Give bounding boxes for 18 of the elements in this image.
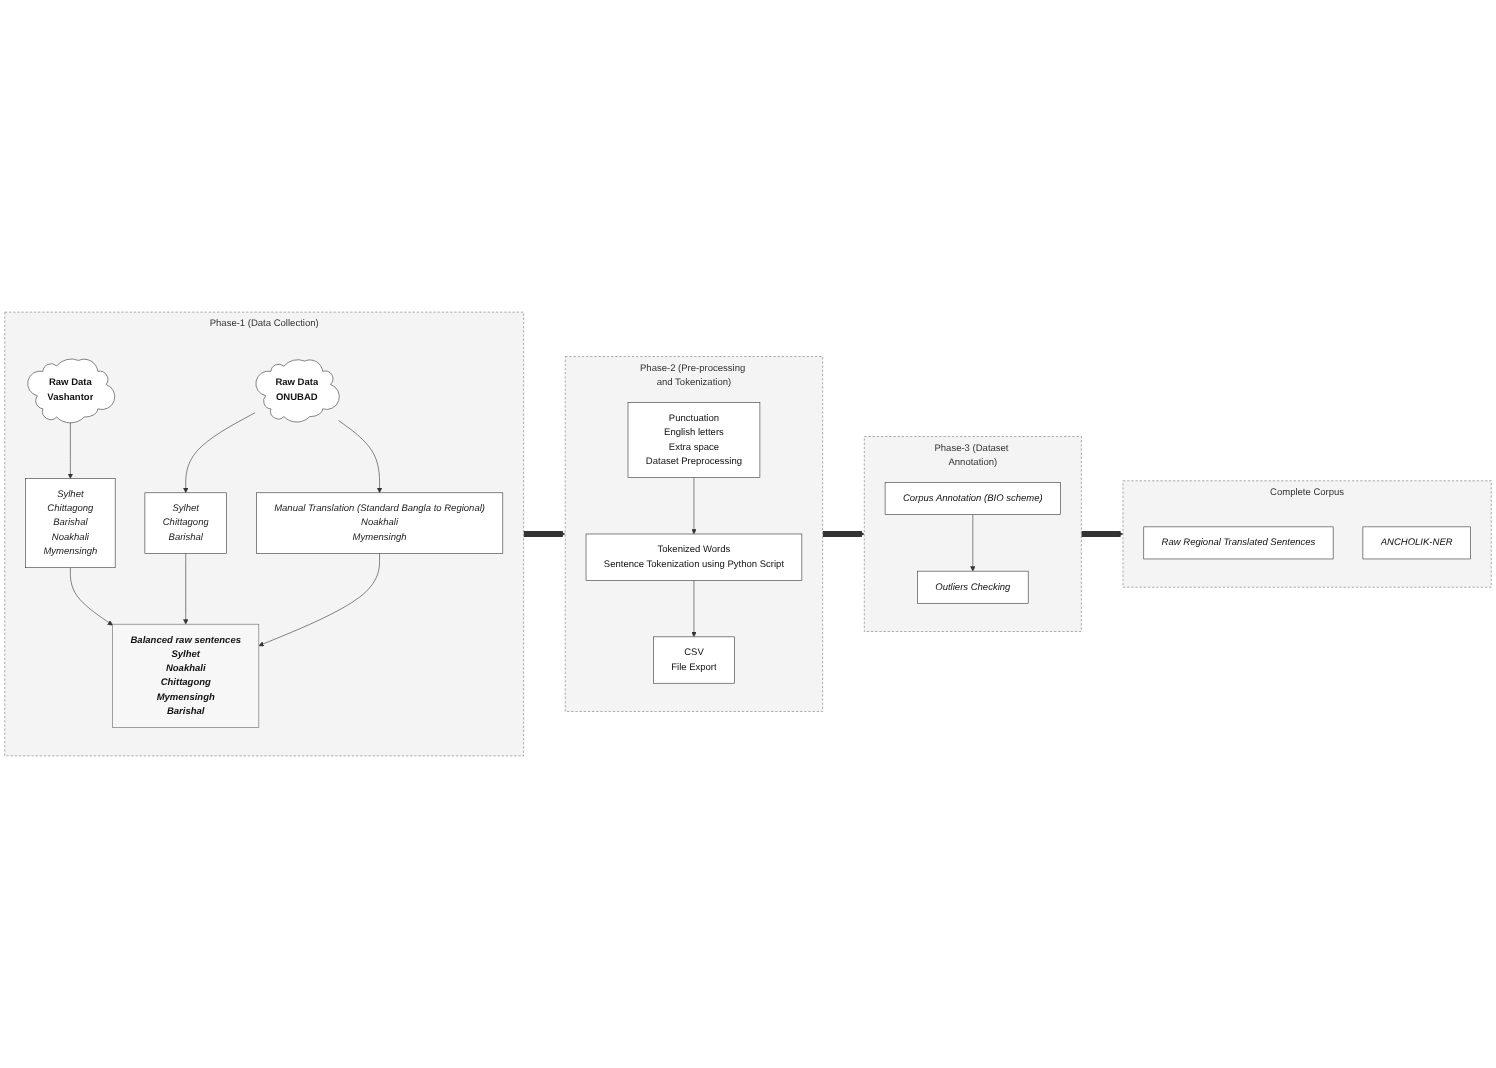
node-box	[256, 492, 504, 554]
cluster	[564, 356, 823, 712]
cluster	[864, 436, 1082, 632]
cluster	[1122, 480, 1492, 588]
arrow	[523, 531, 566, 537]
node-box	[884, 482, 1061, 515]
node-box	[917, 570, 1029, 604]
node-box	[1143, 526, 1334, 560]
cluster	[4, 311, 524, 757]
node-box	[144, 492, 227, 554]
arrow	[822, 531, 865, 537]
node-box	[25, 478, 116, 568]
node-box	[585, 533, 803, 581]
node-box	[627, 402, 761, 478]
node-box	[653, 636, 735, 684]
node-box	[112, 623, 260, 728]
arrow	[1081, 531, 1124, 537]
node-box	[1362, 526, 1471, 560]
